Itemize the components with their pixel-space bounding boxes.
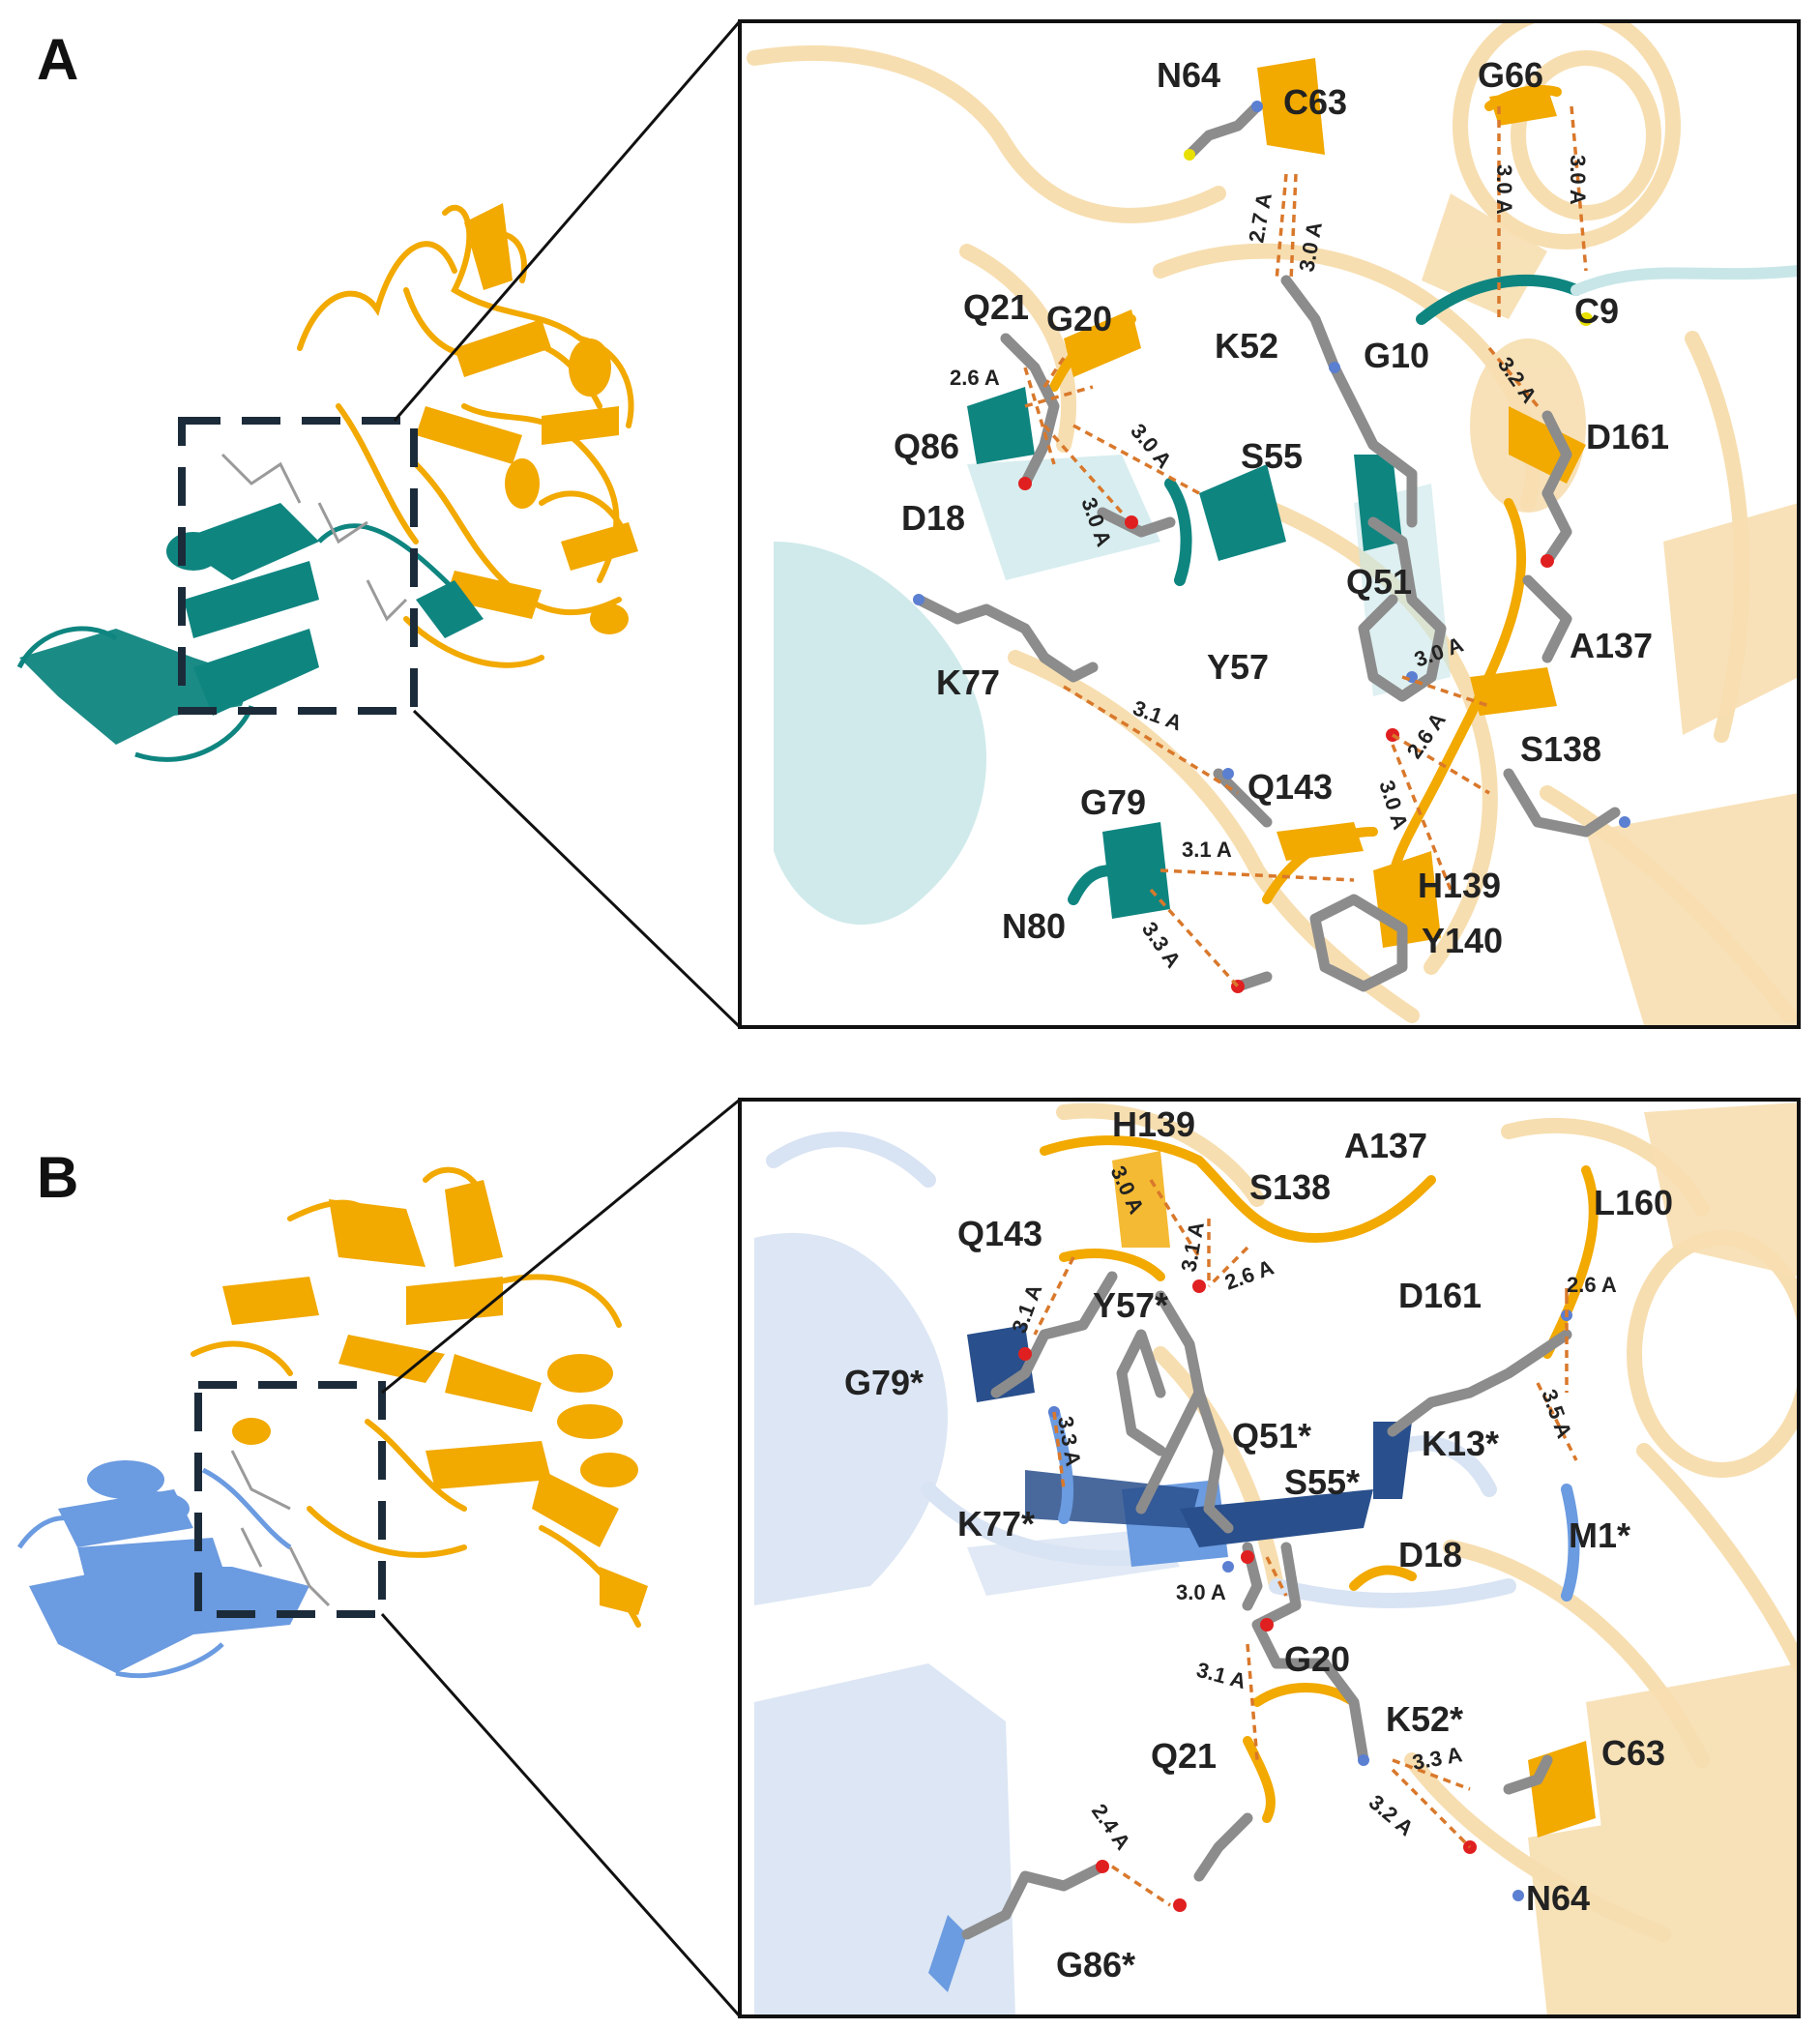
residue-label: C63 [1283, 82, 1347, 122]
panel-b-residue-labels: H139 A137 S138 L160 Q143 D161 Y57* G79* … [844, 1104, 1673, 1985]
residue-label: S138 [1520, 729, 1601, 769]
panel-b-zoom-box [194, 1381, 386, 1618]
panel-a-letter: A [37, 27, 78, 92]
residue-label: H139 [1418, 866, 1501, 905]
residue-label: N64 [1157, 55, 1220, 95]
panel-b-letter: B [37, 1145, 78, 1210]
residue-label: S55* [1284, 1462, 1360, 1502]
residue-label: K52* [1386, 1699, 1463, 1739]
panel-a-connector-top [393, 20, 742, 422]
residue-label: D161 [1398, 1276, 1482, 1315]
panel-a-inset-frame [738, 19, 1801, 1029]
residue-label: K52 [1215, 326, 1278, 366]
residue-label: Q143 [1248, 767, 1333, 807]
residue-label: A137 [1344, 1126, 1427, 1165]
residue-label: K77* [957, 1504, 1035, 1544]
residue-label: L160 [1594, 1183, 1673, 1222]
residue-label: G86* [1056, 1945, 1135, 1985]
panel-a-overview-structure [16, 203, 638, 762]
panel-b-connector-bottom [380, 1613, 742, 2017]
residue-label: C63 [1601, 1733, 1665, 1773]
residue-label: N64 [1526, 1878, 1590, 1918]
residue-label: Q143 [957, 1214, 1042, 1253]
panel-b-inset [738, 1098, 1801, 2018]
residue-label: N80 [1002, 906, 1066, 946]
residue-label: D161 [1586, 417, 1669, 456]
residue-label: D18 [901, 498, 965, 538]
distance-label: 2.6 A [950, 366, 1000, 390]
panel-b-overview-structure [16, 1166, 648, 1679]
panel-a-residue-labels: N64 C63 G66 Q21 G20 K52 G10 C9 Q86 S55 D… [894, 55, 1669, 960]
residue-label: K77 [936, 662, 1000, 702]
residue-label: Q21 [963, 287, 1029, 327]
panel-a-connector-bottom [412, 709, 742, 1029]
residue-label: H139 [1112, 1104, 1195, 1144]
residue-label: G10 [1364, 336, 1429, 375]
residue-label: G66 [1478, 55, 1543, 95]
residue-label: S55 [1241, 436, 1303, 476]
panel-b-connector-top [381, 1098, 741, 1395]
residue-label: Q21 [1151, 1736, 1217, 1776]
distance-label: 3.1 A [1182, 838, 1232, 862]
residue-label: Q51* [1232, 1416, 1311, 1456]
residue-label: C9 [1574, 291, 1619, 331]
distance-label: 3.0 A [1492, 164, 1516, 215]
residue-label: Y57 [1207, 647, 1269, 687]
residue-label: G20 [1046, 299, 1112, 338]
residue-label: K13* [1422, 1424, 1499, 1463]
residue-label: G79 [1080, 782, 1146, 822]
residue-label: Q86 [894, 426, 959, 466]
panel-a-zoom-box [178, 417, 418, 715]
distance-label: 2.6 A [1567, 1273, 1617, 1297]
residue-label: A137 [1570, 626, 1653, 665]
residue-label: Y140 [1422, 921, 1503, 960]
panel-b-inset-frame [738, 1098, 1801, 2018]
distance-label: 3.0 A [1176, 1580, 1226, 1604]
panel-a-inset [738, 19, 1801, 1029]
residue-label: D18 [1398, 1535, 1462, 1574]
distance-label: 3.0 A [1566, 155, 1590, 205]
residue-label: M1* [1569, 1515, 1630, 1555]
residue-label: Y57* [1093, 1285, 1168, 1325]
residue-label: Q51 [1346, 562, 1412, 602]
residue-label: G20 [1284, 1639, 1350, 1679]
residue-label: G79* [844, 1363, 924, 1402]
residue-label: S138 [1249, 1167, 1331, 1207]
